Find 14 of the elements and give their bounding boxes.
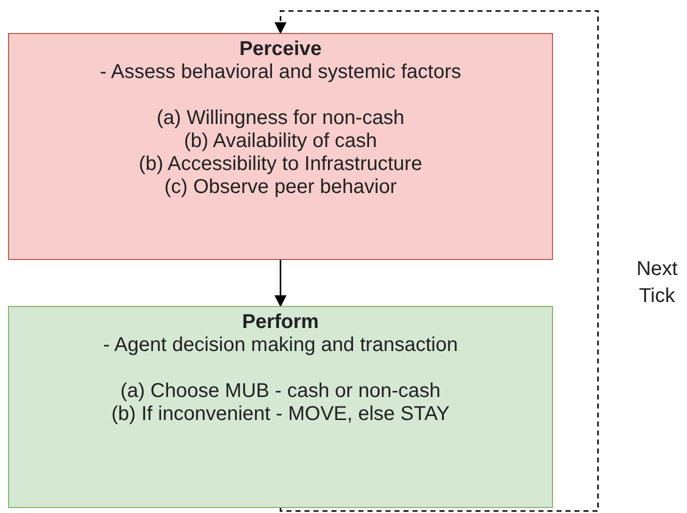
- list-item: (c) Observe peer behavior: [164, 176, 397, 199]
- box-subtitle: - Assess behavioral and systemic factors: [100, 61, 462, 84]
- process-box: [8, 306, 553, 508]
- arrow: [274, 260, 286, 308]
- box-subtitle: - Agent decision making and transaction: [103, 334, 458, 357]
- process-box: [8, 33, 553, 260]
- list-item: (a) Willingness for non-cash: [156, 107, 404, 130]
- list-item: (b) Availability of cash: [184, 130, 378, 153]
- list-item: (b) Accessibility to Infrastructure: [138, 153, 422, 176]
- box-title: Perceive: [239, 38, 322, 61]
- box-title: Perform: [242, 311, 319, 334]
- arrow: [274, 10, 599, 512]
- list-item: (b) If inconvenient - MOVE, else STAY: [111, 403, 450, 426]
- list-item: (a) Choose MUB - cash or non-cash: [120, 380, 441, 403]
